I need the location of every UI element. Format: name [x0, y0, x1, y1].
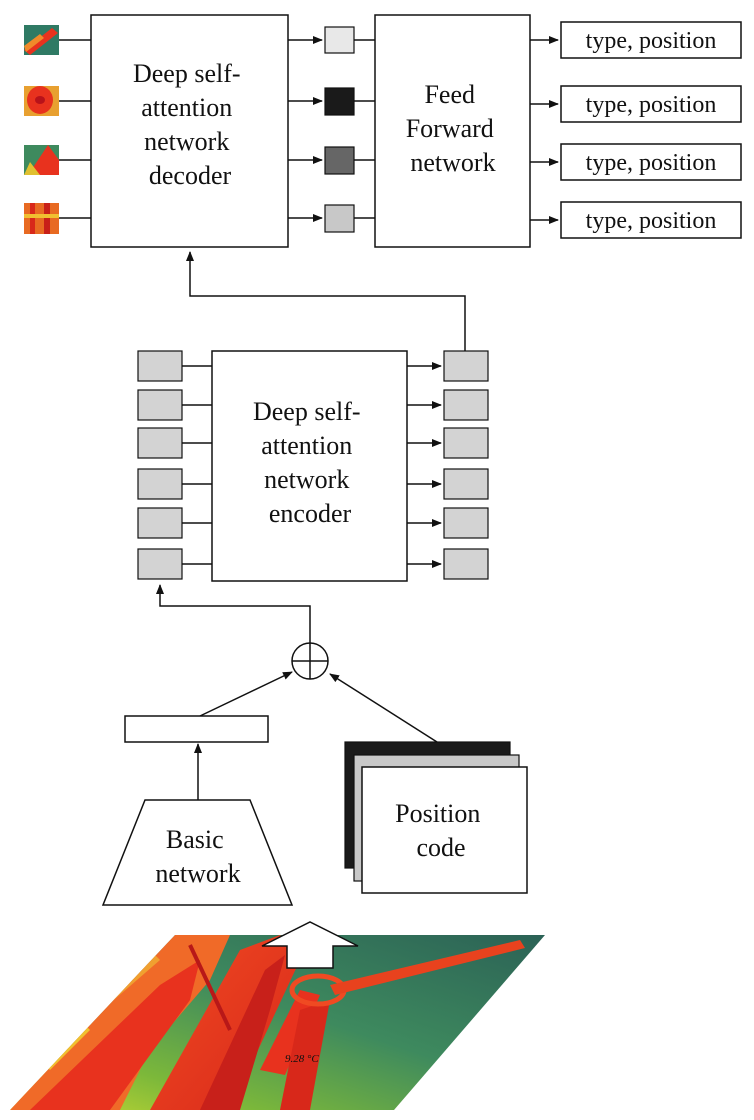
thermal-input-image: 9.28 °C: [10, 935, 545, 1110]
encoder-label-line: attention: [261, 431, 352, 460]
feature-to-sum-arrow: [199, 671, 293, 717]
encoder-label-line: network: [264, 465, 349, 494]
encoder-output-token: [443, 507, 489, 539]
output-label: type, position: [586, 28, 717, 54]
image-to-backbone-arrow: [261, 921, 359, 969]
encoder-label-line: encoder: [269, 499, 352, 528]
svg-text:Deep self- attention: Deep self- attention network encoder: [253, 397, 367, 528]
decoder-label-line: Deep self-: [133, 59, 241, 88]
position-to-sum-arrow: [329, 673, 438, 743]
encoder-block: Deep self- attention network encoder: [211, 350, 408, 582]
query-token-2: [324, 87, 355, 116]
decoder-input-thumbnails: [24, 25, 91, 234]
svg-text:Basic network: Basic network: [155, 825, 240, 888]
ffn-label-line: network: [410, 148, 495, 177]
thumbnail-4: [24, 203, 59, 234]
ffn-label-line: Feed: [424, 80, 475, 109]
output-box: type, position: [560, 85, 742, 123]
encoder-output-tokens: [407, 350, 489, 580]
position-code-block: Position code: [344, 741, 528, 894]
output-box: type, position: [560, 21, 742, 59]
encoder-output-token: [443, 427, 489, 459]
encoder-output-token: [443, 350, 489, 382]
basic-network-block: Basic network: [101, 799, 294, 906]
decoder-label-line: attention: [141, 93, 232, 122]
encoder-input-token: [137, 389, 183, 421]
encoder-input-tokens: [137, 350, 212, 580]
temperature-readout: 9.28 °C: [285, 1053, 319, 1065]
basic-network-label-line: Basic: [166, 825, 224, 854]
encoder-input-token: [137, 427, 183, 459]
decoder-label-line: network: [144, 127, 229, 156]
feature-vector: [124, 715, 269, 743]
sum-to-encoder-arrow: [156, 584, 311, 643]
query-token-1: [324, 26, 355, 54]
encoder-input-token: [137, 548, 183, 580]
encoder-output-token: [443, 389, 489, 421]
thumbnail-3: [24, 145, 59, 175]
ffn-block: Feed Forward network: [374, 14, 531, 248]
ffn-label-line: Forward: [406, 114, 494, 143]
svg-text:Deep self- attention: Deep self- attention network decoder: [133, 59, 247, 190]
output-label: type, position: [586, 150, 717, 176]
output-label: type, position: [586, 92, 717, 118]
encoder-label-line: Deep self-: [253, 397, 361, 426]
position-code-label-line: Position: [395, 799, 480, 828]
encoder-output-token: [443, 548, 489, 580]
query-token-3: [324, 146, 355, 175]
encoder-input-token: [137, 507, 183, 539]
encoder-output-token: [443, 468, 489, 500]
output-boxes: type, position type, position type, posi…: [530, 21, 742, 239]
basic-network-label-line: network: [155, 859, 240, 888]
svg-text:Feed Forward netwo: Feed Forward network: [406, 80, 501, 177]
query-token-4: [324, 204, 355, 233]
query-tokens: [288, 26, 375, 233]
output-box: type, position: [560, 143, 742, 181]
encoder-to-decoder-arrow: [186, 251, 466, 352]
decoder-label-line: decoder: [149, 161, 232, 190]
encoder-input-token: [137, 350, 183, 382]
add-operator-icon: [291, 642, 329, 680]
position-code-label-line: code: [416, 833, 465, 862]
decoder-block: Deep self- attention network decoder: [90, 14, 289, 248]
thumbnail-1: [24, 25, 59, 55]
output-label: type, position: [586, 208, 717, 234]
encoder-input-token: [137, 468, 183, 500]
output-box: type, position: [560, 201, 742, 239]
thumbnail-2: [24, 86, 59, 116]
svg-text:Position code: Position code: [395, 799, 487, 862]
